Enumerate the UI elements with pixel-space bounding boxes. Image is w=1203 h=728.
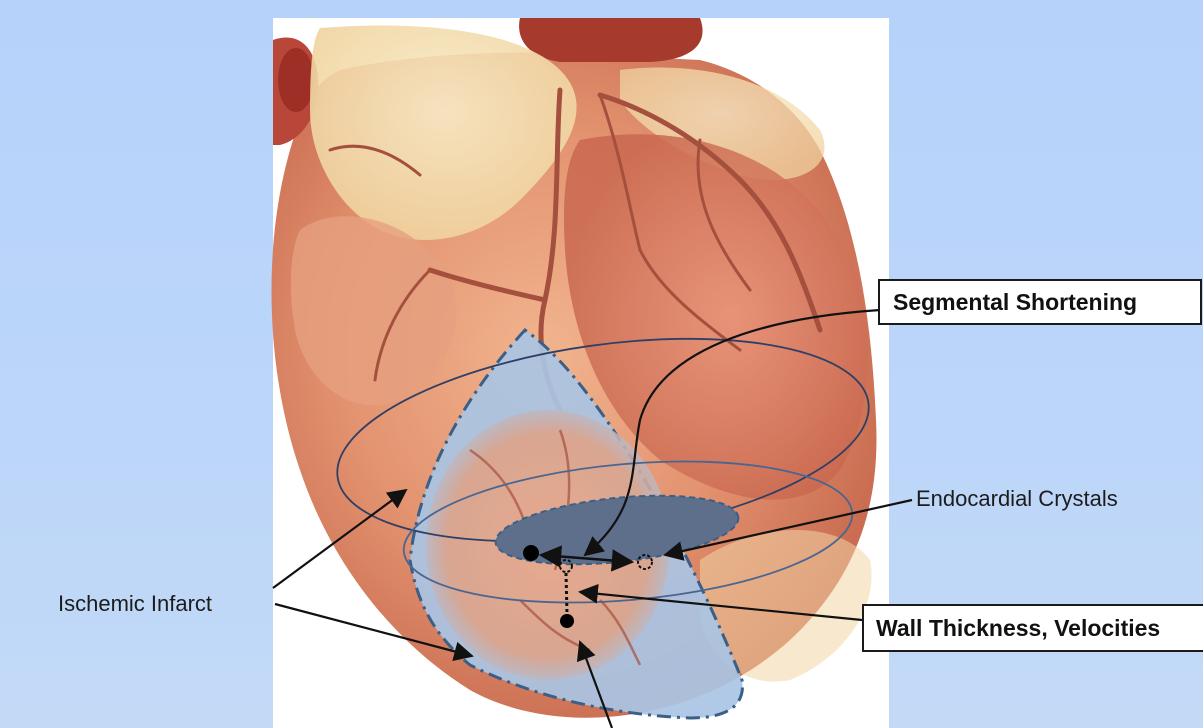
great-vessels (519, 18, 702, 62)
ischemic-infarct-label: Ischemic Infarct (58, 591, 212, 617)
crystal-solid-dot (523, 545, 539, 561)
endocardial-crystals-label: Endocardial Crystals (916, 486, 1118, 512)
crystal-solid-dot (560, 614, 574, 628)
segmental-shortening-label: Segmental Shortening (878, 279, 1202, 325)
wall-thickness-label: Wall Thickness, Velocities (862, 604, 1203, 652)
